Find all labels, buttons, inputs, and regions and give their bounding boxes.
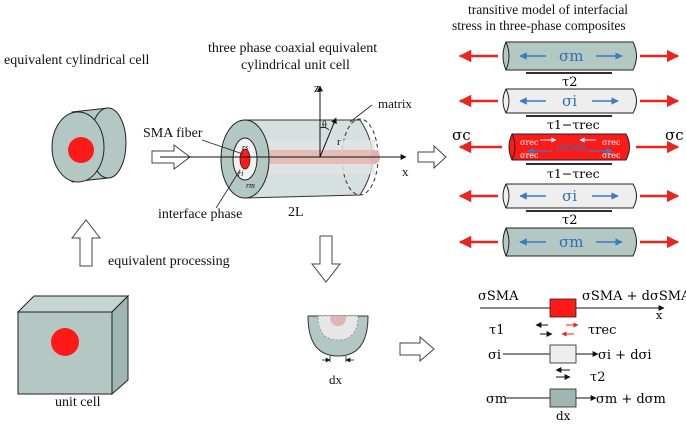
- stress-row-interface-bottom: σi: [458, 183, 680, 209]
- dx-slice: [307, 315, 369, 363]
- theta-arc: [319, 126, 330, 131]
- hollow-arrow-up: [70, 219, 102, 267]
- tau2-bottom: τ2: [562, 213, 577, 228]
- eq-sigma-sma-plus: σSMA + dσSMA: [582, 289, 686, 304]
- sigma-rec-tl: σrec: [520, 138, 539, 147]
- unit-cell-label: unit cell: [55, 395, 101, 410]
- transitive-title-line1: transitive model of interfacial: [468, 2, 628, 17]
- rs-label: rs: [242, 143, 248, 152]
- r-vector: [319, 117, 337, 158]
- equivalent-cylinder: [51, 107, 127, 183]
- theta-label: θ: [322, 120, 327, 131]
- sma-fiber-label: SMA fiber: [143, 126, 203, 141]
- two-l-label: 2L: [288, 205, 304, 220]
- unit-cell-fiber: [51, 328, 79, 356]
- matrix-pointer: [349, 104, 373, 123]
- eq-tau1: τ1: [489, 323, 504, 338]
- sigma-rec-br: σrec: [602, 151, 621, 160]
- axis-x-label: x: [402, 164, 409, 179]
- ri-label: ri: [238, 169, 243, 178]
- tau1-rec-top: τ1−τrec: [547, 117, 600, 132]
- sigma-c-right: σc: [665, 126, 684, 144]
- sigma-i-top: σi: [562, 92, 577, 110]
- equiv-processing-label: equivalent processing: [108, 254, 230, 269]
- sigma-rec-bl: σrec: [520, 151, 539, 160]
- tau1-rec-bottom: τ1−τrec: [547, 166, 600, 181]
- stress-row-matrix-bottom: σm: [458, 227, 680, 257]
- axis-z-label: z: [314, 80, 320, 95]
- eq-tau-rec: τrec: [588, 323, 616, 338]
- eq-sigma-i: σi: [488, 348, 501, 363]
- sigma-m-top: σm: [559, 47, 583, 65]
- interface-phase-label: interface phase: [158, 207, 242, 222]
- fiber-cross-section: [68, 137, 94, 163]
- element-interface-box: [549, 344, 577, 364]
- interface-pointer: [215, 169, 241, 209]
- hollow-arrow-right-3: [399, 335, 435, 363]
- sigma-m-bottom: σm: [559, 233, 583, 251]
- sigma-sma-mid: σSMA: [556, 143, 588, 154]
- rm-label: rm: [246, 181, 255, 190]
- dx-bottom-label: dx: [329, 372, 343, 387]
- coaxial-fiber: [239, 148, 251, 170]
- stress-row-sma: σc σc σrec σrec σrec σrec σSMA: [452, 126, 684, 161]
- sigma-rec-tr: σrec: [602, 138, 621, 147]
- coaxial-title-line1: three phase coaxial equivalent: [208, 41, 377, 56]
- r-label: r: [337, 136, 341, 148]
- unit-cell-cube: [16, 294, 130, 396]
- element-matrix-box: [549, 388, 577, 408]
- sma-fiber-pointer: [201, 139, 244, 155]
- eq-sigma-i-plus: σi + dσi: [598, 348, 652, 363]
- hollow-arrow-down: [310, 235, 342, 283]
- tau2-top: τ2: [562, 75, 577, 90]
- element-x-label: x: [656, 309, 663, 322]
- transitive-title-line2: stress in three-phase composites: [452, 18, 626, 33]
- stress-row-matrix-top: σm: [458, 41, 680, 71]
- element-sma-box: [549, 298, 577, 318]
- stress-row-interface-top: σi: [458, 88, 680, 114]
- matrix-label: matrix: [378, 96, 412, 111]
- coaxial-title-line2: cylindrical unit cell: [241, 58, 350, 73]
- hollow-arrow-right-2: [417, 144, 447, 170]
- eq-tau2: τ2: [590, 370, 605, 385]
- eq-sigma-sma: σSMA: [478, 289, 519, 304]
- sigma-i-bottom: σi: [562, 187, 577, 205]
- eq-sigma-m: σm: [486, 392, 507, 407]
- eq-sigma-m-plus: σm + dσm: [596, 392, 666, 407]
- eq-dx: dx: [556, 409, 571, 423]
- sigma-c-left: σc: [452, 126, 471, 144]
- equiv-cell-title: equivalent cylindrical cell: [4, 53, 149, 68]
